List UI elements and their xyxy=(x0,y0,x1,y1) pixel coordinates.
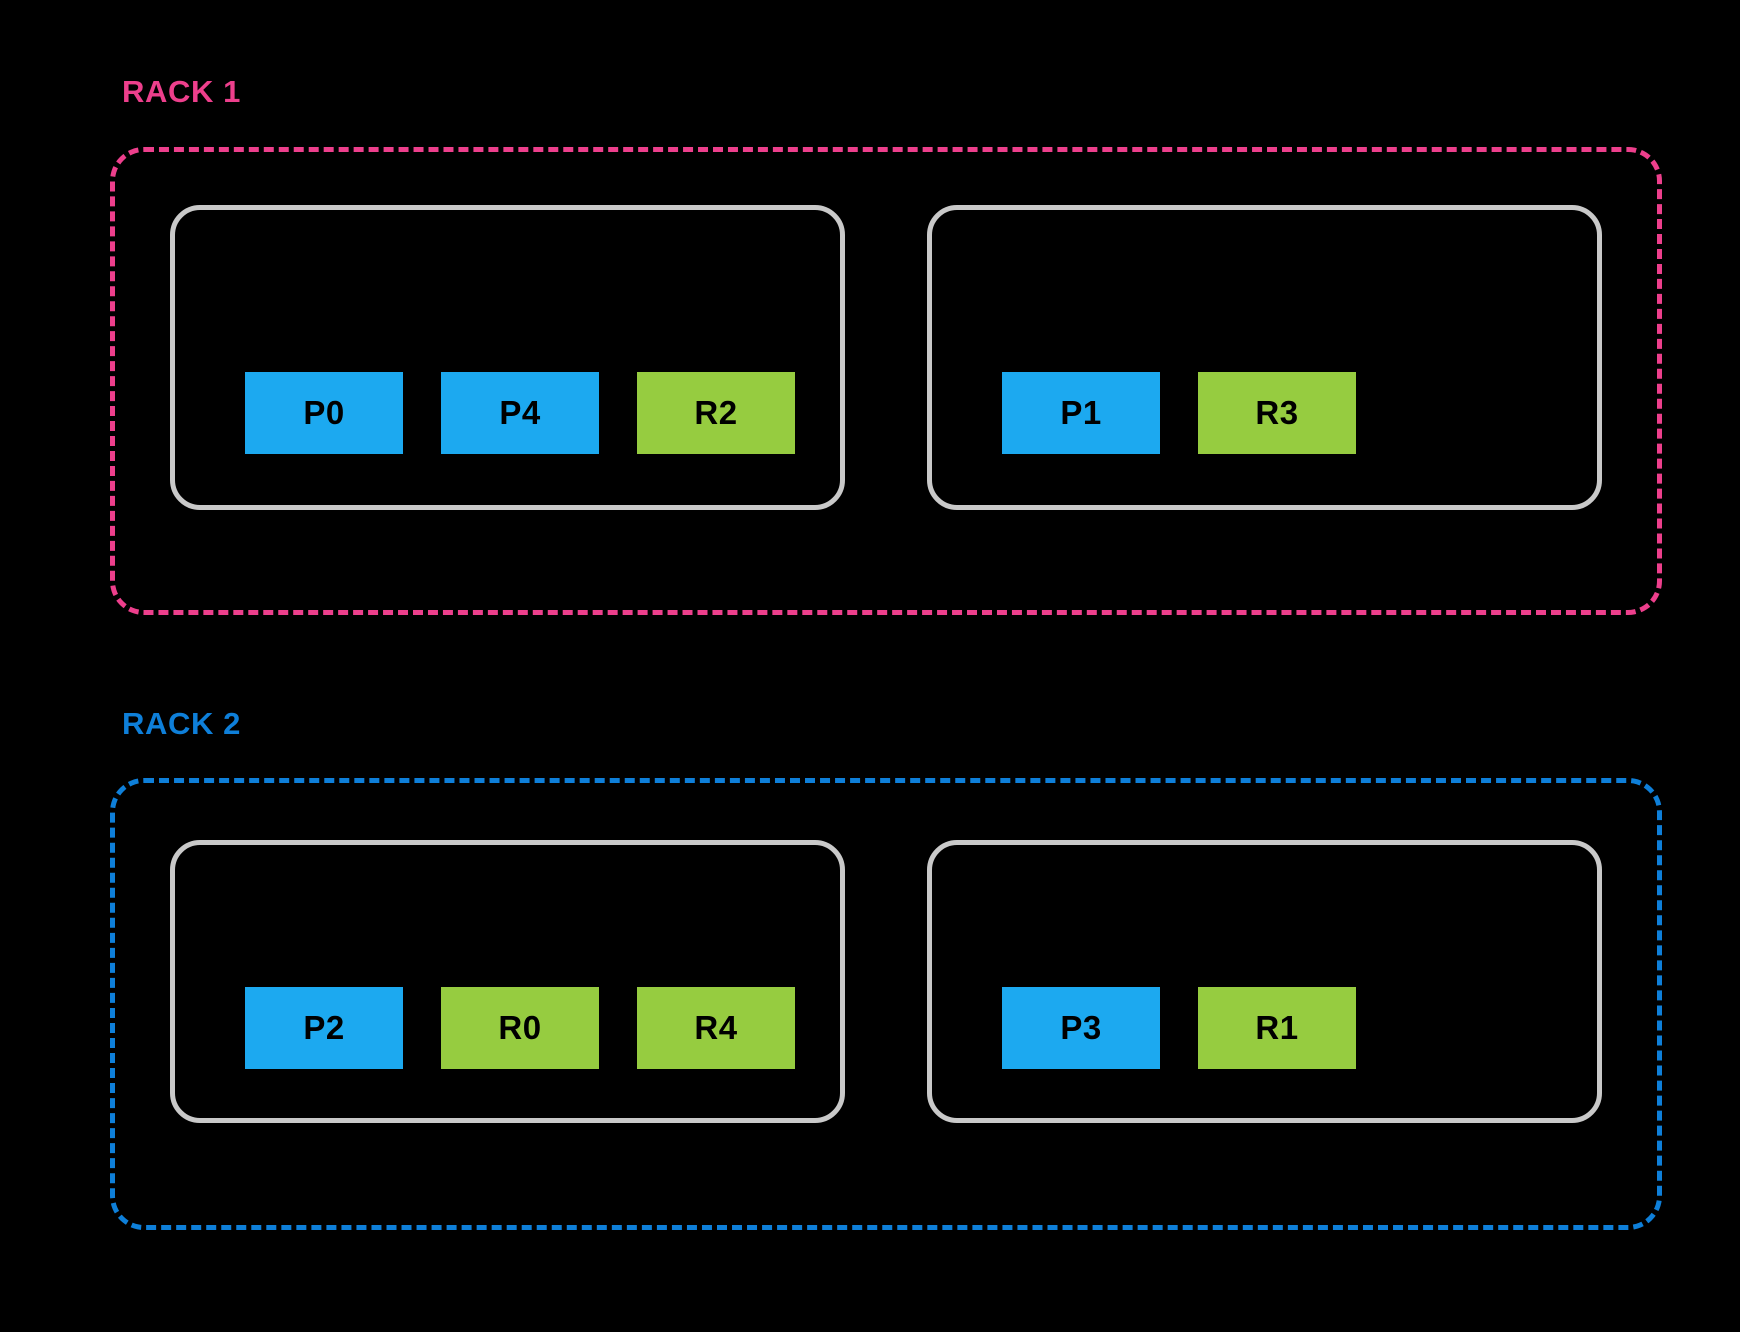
rack-2-node-1-chips: P2 R0 R4 xyxy=(245,987,795,1069)
chip-p1[interactable]: P1 xyxy=(1002,372,1160,454)
rack-2-node-2-container: P3 R1 xyxy=(927,840,1602,1123)
chip-r1[interactable]: R1 xyxy=(1198,987,1356,1069)
rack-1-node-2-container: P1 R3 xyxy=(927,205,1602,510)
rack-1-label: RACK 1 xyxy=(122,74,242,109)
rack-1-node-1-chips: P0 P4 R2 xyxy=(245,372,795,454)
rack-1-container: P0 P4 R2 P1 R3 xyxy=(110,147,1662,615)
rack-1-node-2-chips: P1 R3 xyxy=(1002,372,1356,454)
rack-2-node-2-chips: P3 R1 xyxy=(1002,987,1356,1069)
chip-r4[interactable]: R4 xyxy=(637,987,795,1069)
rack-2-container: P2 R0 R4 P3 R1 xyxy=(110,778,1662,1230)
rack-1-node-1-container: P0 P4 R2 xyxy=(170,205,845,510)
chip-r3[interactable]: R3 xyxy=(1198,372,1356,454)
rack-2-node-1-container: P2 R0 R4 xyxy=(170,840,845,1123)
chip-r2[interactable]: R2 xyxy=(637,372,795,454)
chip-r0[interactable]: R0 xyxy=(441,987,599,1069)
chip-p2[interactable]: P2 xyxy=(245,987,403,1069)
chip-p3[interactable]: P3 xyxy=(1002,987,1160,1069)
chip-p4[interactable]: P4 xyxy=(441,372,599,454)
chip-p0[interactable]: P0 xyxy=(245,372,403,454)
rack-2-label: RACK 2 xyxy=(122,706,242,741)
